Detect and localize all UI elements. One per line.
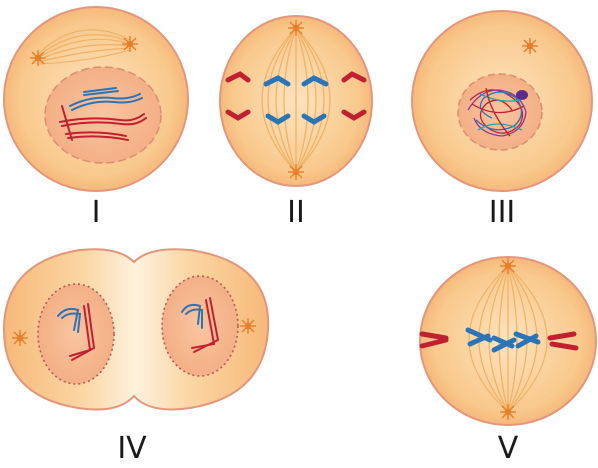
cell-II: [220, 16, 372, 186]
nucleus: [162, 276, 238, 376]
label-IV: IV: [117, 431, 147, 466]
centrosome-icon: [500, 404, 516, 420]
label-V: V: [498, 431, 519, 466]
cell-V: [420, 257, 596, 425]
centrosome-icon: [12, 330, 28, 346]
label-III: III: [489, 195, 516, 230]
cell-IV: [4, 249, 268, 409]
centrosome-icon: [122, 36, 138, 52]
label-I: I: [92, 195, 101, 230]
cell-III: [412, 11, 592, 191]
centrosome-icon: [30, 50, 46, 66]
centrosome-icon: [240, 318, 256, 334]
centrosome-icon: [522, 38, 538, 54]
centrosome-icon: [500, 258, 516, 274]
centrosome-icon: [288, 164, 304, 180]
label-II: II: [287, 195, 305, 230]
nucleolus: [516, 90, 528, 100]
cell-I: [4, 7, 188, 191]
centrosome-icon: [288, 20, 304, 36]
nucleus: [38, 284, 114, 384]
